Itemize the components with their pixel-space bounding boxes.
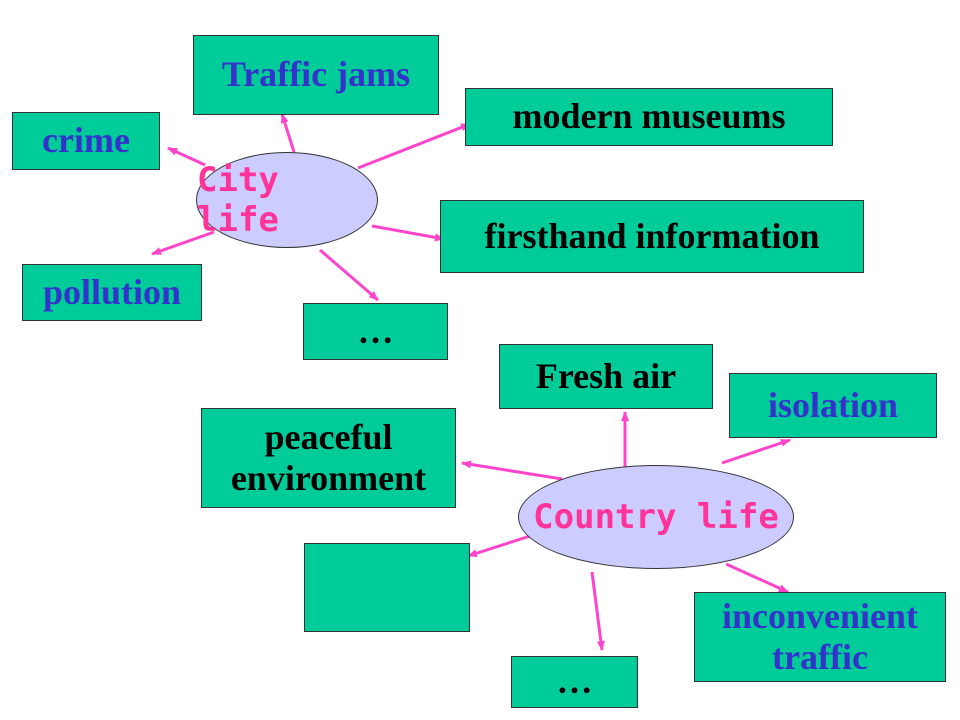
arrow-city-to-etc xyxy=(319,248,379,302)
node-country-etc: … xyxy=(511,656,638,708)
hub-country-life: Country life xyxy=(518,465,794,569)
arrow-country-to-blank xyxy=(467,534,531,558)
node-pollution: pollution xyxy=(22,264,202,321)
node-peaceful-line1: peaceful xyxy=(264,416,393,457)
arrow-city-to-firsthand-information xyxy=(371,224,445,242)
node-inconvenient-line1: inconvenient xyxy=(721,595,918,636)
node-inconvenient-line2: traffic xyxy=(772,637,868,677)
node-fresh-air-label: Fresh air xyxy=(535,355,677,396)
node-crime-label: crime xyxy=(42,120,130,161)
node-fresh-air: Fresh air xyxy=(499,344,713,409)
node-firsthand-information: firsthand information xyxy=(440,200,864,273)
node-blank xyxy=(304,543,470,632)
hub-city-life-label: City life xyxy=(197,160,279,240)
node-country-etc-label: … xyxy=(556,661,593,702)
node-pollution-label: pollution xyxy=(42,271,182,312)
arrow-city-to-traffic-jams xyxy=(280,113,296,153)
hub-country-life-label: Country life xyxy=(533,497,779,537)
node-isolation: isolation xyxy=(729,373,937,438)
arrow-country-to-etc xyxy=(590,571,605,651)
node-traffic-jams: Traffic jams xyxy=(193,35,439,115)
node-isolation-label: isolation xyxy=(767,384,899,425)
node-city-etc-label: … xyxy=(357,310,394,351)
arrow-country-to-isolation xyxy=(721,438,791,465)
node-peaceful-line2: environment xyxy=(230,458,427,498)
arrow-country-to-peaceful xyxy=(461,460,563,481)
node-traffic-jams-label: Traffic jams xyxy=(221,54,411,95)
hub-city-life: City life xyxy=(196,152,378,248)
node-peaceful-environment: peaceful environment xyxy=(201,408,456,508)
node-modern-museums-label: modern museums xyxy=(512,96,786,137)
node-crime: crime xyxy=(12,112,160,170)
arrow-country-to-inconvenient xyxy=(725,562,789,594)
node-inconvenient-traffic: inconvenient traffic xyxy=(694,592,946,682)
node-city-etc: … xyxy=(303,303,448,360)
node-modern-museums: modern museums xyxy=(465,88,833,146)
node-firsthand-information-label: firsthand information xyxy=(484,215,820,256)
